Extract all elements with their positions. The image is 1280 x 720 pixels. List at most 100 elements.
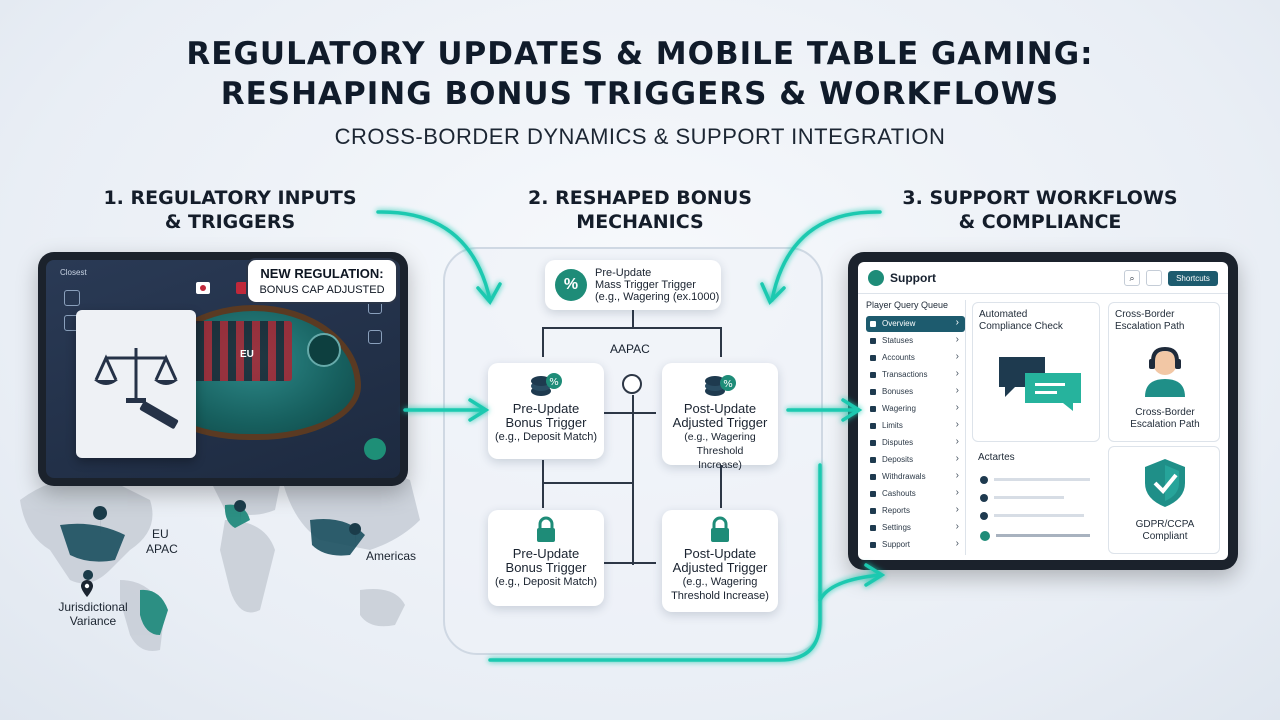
queue-item[interactable]: Bonuses › — [866, 384, 965, 400]
activity-line — [994, 514, 1084, 517]
map-label-apac: APAC — [146, 542, 178, 556]
connector-a-b — [604, 412, 656, 414]
lock-circle-icon — [622, 374, 642, 394]
queue-item-icon — [870, 389, 876, 395]
activity-dot-active-icon — [980, 531, 990, 541]
card-top-pre-update[interactable]: % Pre-Update Mass Trigger Trigger (e.g.,… — [545, 260, 721, 310]
queue-item[interactable]: Disputes› — [866, 435, 965, 451]
player-query-queue: Player Query Queue Overview›Statuses›Acc… — [866, 300, 966, 555]
chevron-right-icon: › — [955, 504, 959, 515]
escalation-title-line1: Cross-Border — [1115, 309, 1175, 320]
queue-item-icon — [870, 474, 876, 480]
card-b-line2: Adjusted Trigger — [672, 415, 768, 430]
card-c-line1: Pre-Update — [512, 546, 580, 561]
activity-line — [994, 496, 1064, 499]
queue-item-label: Cashouts — [882, 489, 916, 498]
chevron-right-icon: › — [955, 385, 959, 396]
activities-card: Actartes — [972, 446, 1100, 554]
top-card-text: Pre-Update Mass Trigger Trigger (e.g., W… — [595, 267, 719, 303]
queue-item[interactable]: Cashouts› — [866, 486, 965, 502]
svg-text:%: % — [723, 379, 733, 390]
shield-check-icon — [1145, 459, 1185, 507]
search-icon[interactable]: ⌕ — [1124, 270, 1140, 286]
arrow-return-line — [488, 463, 822, 662]
queue-item-label: Limits — [882, 421, 903, 430]
connector-mid — [632, 395, 634, 565]
regulation-document — [76, 310, 196, 458]
map-label-eu: EU — [152, 527, 169, 541]
queue-item-label: Withdrawals — [882, 472, 926, 481]
auto-check-line1: Automated — [979, 309, 1028, 320]
queue-item[interactable]: Withdrawals› — [866, 469, 965, 485]
coins-percent-icon: % — [705, 375, 736, 396]
chevron-right-icon: › — [955, 368, 959, 379]
main-title-line2: RESHAPING BONUS TRIGGERS & WORKFLOWS — [220, 76, 1060, 112]
shortcuts-button[interactable]: Shortcuts — [1168, 271, 1218, 286]
card-b-line3: (e.g., Wagering Threshold — [684, 431, 756, 457]
chevron-right-icon: › — [955, 402, 959, 413]
card-c-line3: (e.g., Deposit Match) — [494, 576, 598, 588]
queue-item-icon — [870, 338, 876, 344]
automated-compliance-card[interactable]: Automated Compliance Check — [972, 302, 1100, 442]
chevron-right-icon: › — [955, 453, 959, 464]
queue-item-icon — [870, 406, 876, 412]
queue-item-label: Bonuses — [882, 387, 914, 396]
arrow-to-tablet-bottom — [818, 573, 882, 602]
queue-item-icon — [870, 491, 876, 497]
support-app-screen: Support ⌕ Shortcuts Player Query Queue O… — [858, 262, 1228, 560]
arrow-s1-to-s2 — [376, 210, 492, 302]
menu-icon[interactable] — [64, 290, 80, 306]
queue-item[interactable]: Transactions› — [866, 367, 965, 383]
section-3-line2: & COMPLIANCE — [958, 211, 1122, 233]
queue-item-icon — [870, 355, 876, 361]
coins-percent-icon: % — [531, 373, 562, 396]
section-1-title: 1. REGULATORY INPUTS & TRIGGERS — [80, 186, 380, 234]
queue-item-icon — [870, 423, 876, 429]
arrow-s3-to-center — [770, 210, 882, 302]
queue-item[interactable]: Accounts› — [866, 350, 965, 366]
compliance-line1: GDPR/CCPA — [1135, 519, 1195, 530]
queue-item-icon — [870, 525, 876, 531]
section-1-line2: & TRIGGERS — [164, 211, 296, 233]
queue-item[interactable]: Limits› — [866, 418, 965, 434]
queue-item-icon — [870, 542, 876, 548]
compliance-card[interactable]: GDPR/CCPA Compliant — [1108, 446, 1220, 554]
card-a-line2: Bonus Trigger — [505, 415, 587, 430]
top-card-line1: Pre-Update — [595, 267, 652, 279]
card-a-line1: Pre-Update — [512, 401, 580, 416]
arrow-head-3 — [760, 282, 786, 306]
escalation-path-card[interactable]: Cross-Border Escalation Path Cross-Borde… — [1108, 302, 1220, 442]
queue-item[interactable]: Overview› — [866, 316, 965, 332]
section-2-line1: 2. RESHAPED BONUS — [528, 187, 752, 209]
queue-item[interactable]: Reports› — [866, 503, 965, 519]
support-header: Support ⌕ Shortcuts — [858, 262, 1228, 294]
auto-check-line2: Compliance Check — [979, 321, 1063, 332]
card-pre-update-c[interactable]: Pre-Update Bonus Trigger (e.g., Deposit … — [488, 510, 604, 606]
activity-line — [994, 478, 1090, 481]
connector-left-down — [542, 327, 544, 357]
queue-item[interactable]: Wagering› — [866, 401, 965, 417]
queue-item[interactable]: Statuses› — [866, 333, 965, 349]
card-pre-update-a[interactable]: % Pre-Update Bonus Trigger (e.g., Deposi… — [488, 363, 604, 459]
queue-item[interactable]: Settings› — [866, 520, 965, 536]
info-icon[interactable] — [368, 330, 382, 344]
compliance-line2: Compliant — [1142, 531, 1188, 542]
bet-icon[interactable] — [364, 438, 386, 460]
chevron-right-icon: › — [955, 351, 959, 362]
card-b-line4: Increase) — [698, 459, 742, 471]
table-region-label: EU — [240, 349, 254, 360]
callout-line1: NEW REGULATION: — [260, 266, 384, 281]
card-post-update-b[interactable]: % Post-Update Adjusted Trigger (e.g., Wa… — [662, 363, 778, 471]
main-title-line1: REGULATORY UPDATES & MOBILE TABLE GAMING… — [186, 36, 1094, 72]
card-post-update-d[interactable]: Post-Update Adjusted Trigger (e.g., Wage… — [662, 510, 778, 612]
escalation-caption: Cross-Border Escalation Path — [1109, 407, 1221, 431]
card-b-line1: Post-Update — [683, 401, 757, 416]
users-icon[interactable] — [1146, 270, 1162, 286]
queue-item[interactable]: Deposits› — [866, 452, 965, 468]
queue-item[interactable]: Support› — [866, 537, 965, 553]
card-d-line3: (e.g., Wagering — [682, 576, 758, 588]
section-2-line2: MECHANICS — [576, 211, 704, 233]
top-card-line3: (e.g., Wagering (ex.1000) — [595, 291, 720, 303]
queue-title: Player Query Queue — [866, 300, 949, 310]
